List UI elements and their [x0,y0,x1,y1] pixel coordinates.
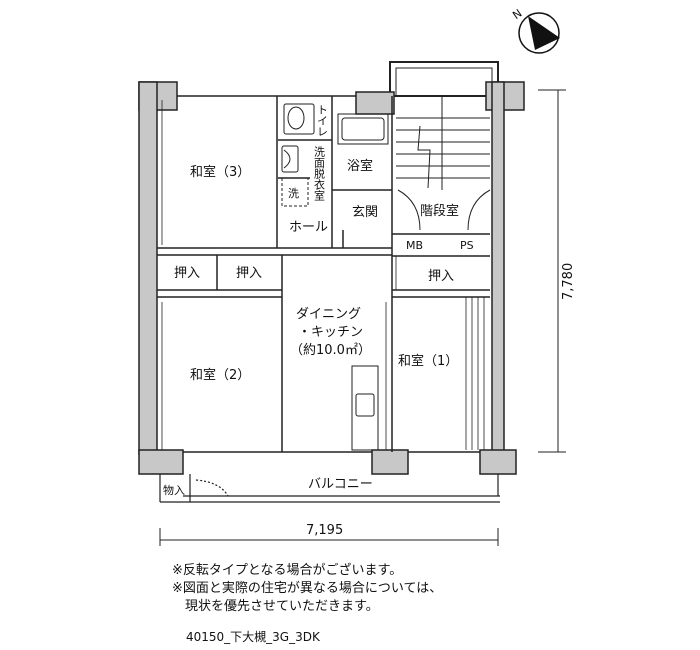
interior-walls [157,96,490,452]
room-label-oshiire-a: 押入 [174,266,200,281]
room-label-washitsu1: 和室（1） [398,353,458,369]
room-label-ps: PS [460,239,474,252]
room-label-oshiire-c: 押入 [428,269,454,284]
toilet-fixture [281,103,315,173]
washer-space [281,177,309,207]
room-label-hall: ホール [289,220,328,235]
note-line-1: ※反転タイプとなる場合がございます。 [172,563,403,578]
room-label-toilet: トイレ [316,104,329,137]
room-label-dk-line1: ダイニング [296,307,361,322]
dimension-depth: 7,780 [561,263,576,300]
bath-fixture [337,113,389,145]
room-label-storage: 物入 [163,483,185,497]
room-label-senmen: 洗面脱衣室 [313,146,326,201]
room-label-dk-line3: （約10.0㎡） [290,343,371,358]
room-dividers-thin [161,100,485,450]
room-label-stairs: 階段室 [420,203,459,219]
room-label-washitsu3: 和室（3） [190,164,250,180]
note-line-2: ※図面と実際の住宅が異なる場合については、 [172,581,443,596]
room-label-genkan: 玄関 [352,205,378,220]
room-label-bath: 浴室 [347,158,373,174]
compass: N [510,7,560,54]
compass-north-label: N [510,7,524,22]
dimension-lines [159,89,566,546]
room-label-mb: MB [406,239,423,252]
plan-code: 40150_下大槻_3G_3DK [186,630,320,644]
wall-columns [138,81,525,475]
dimension-width: 7,195 [306,523,343,538]
balcony-structure [159,474,500,503]
room-label-washitsu2: 和室（2） [190,367,250,383]
note-line-3: 現状を優先させていただきます。 [172,599,379,614]
room-label-sen: 洗 [288,187,299,200]
room-label-balcony: バルコニー [308,477,373,492]
room-label-oshiire-b: 押入 [236,266,262,281]
stair-structure [396,96,491,231]
kitchen-counter [351,365,379,451]
room-label-dk-line2: ・キッチン [298,325,363,340]
